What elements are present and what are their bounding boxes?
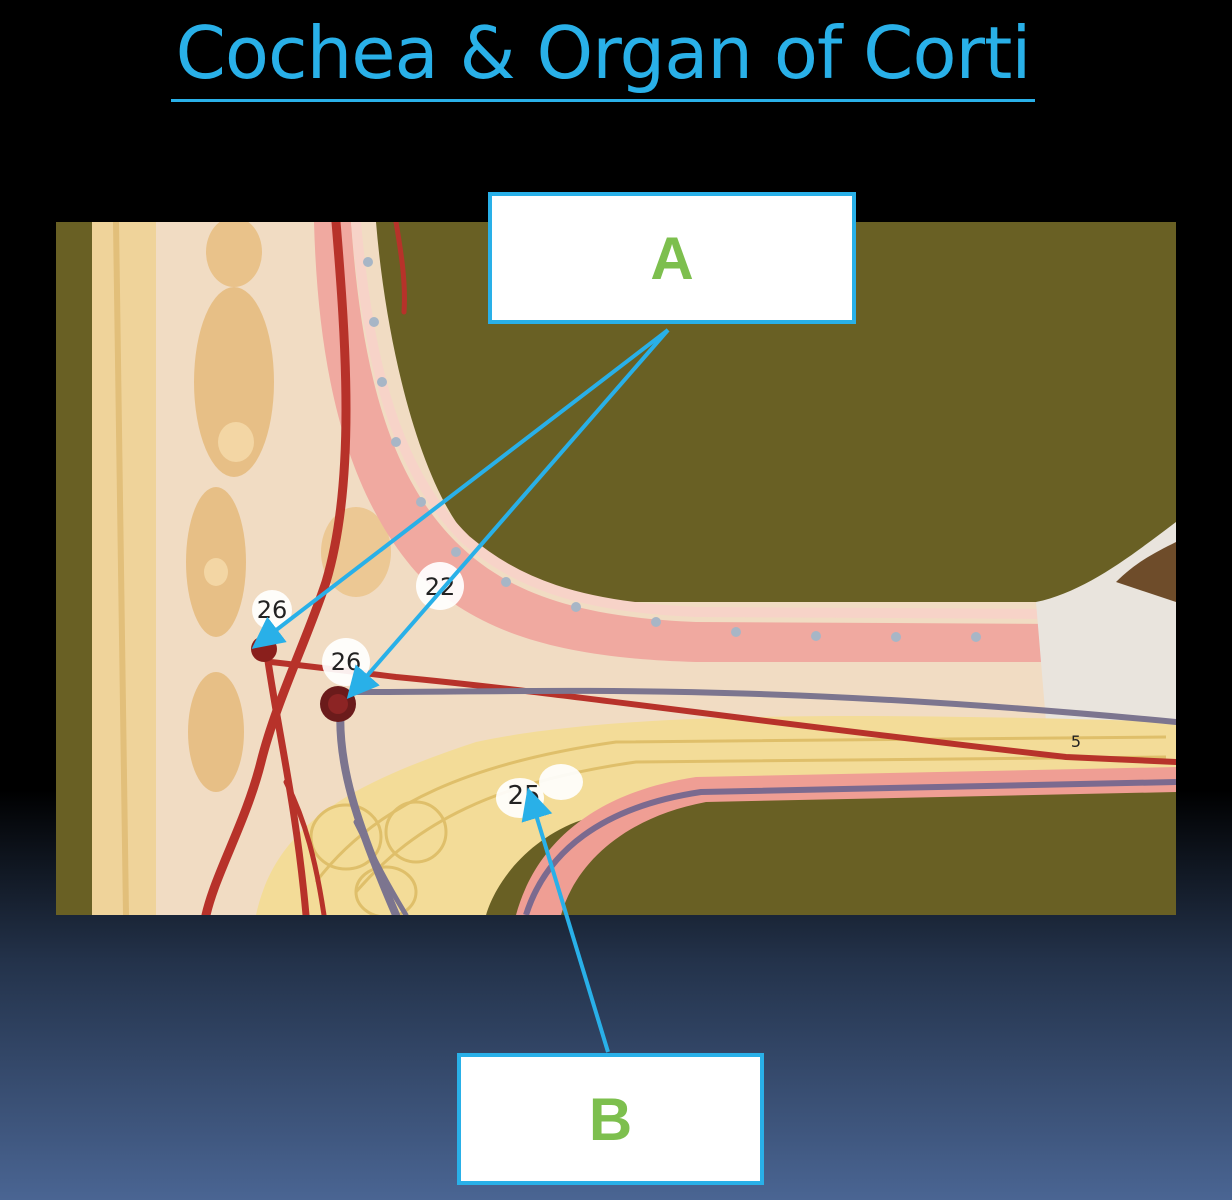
marker-sticker (416, 562, 464, 610)
slide-title: Cochea & Organ of Corti (175, 11, 1032, 95)
artery (201, 222, 351, 915)
label-b-text: B (588, 1085, 633, 1153)
lower-membrane (516, 767, 1176, 915)
pointer-arrow-a1 (251, 328, 670, 649)
bone-cavity (206, 222, 262, 287)
pointer-arrow-a2 (346, 328, 670, 700)
label-box-b: B (457, 1053, 764, 1185)
anatomy-model-photo: 26 22 26 25 5 (56, 222, 1176, 915)
bone-cavity (188, 672, 244, 792)
pointer-arrow-b (521, 787, 610, 1053)
marker-label: 5 (1071, 732, 1081, 751)
nerve-bundle (256, 716, 1176, 915)
vein (336, 698, 400, 915)
bone-cavity (194, 287, 274, 477)
label-a-text: A (650, 224, 694, 292)
label-box-a: A (488, 192, 856, 324)
title-underline (171, 99, 1035, 102)
